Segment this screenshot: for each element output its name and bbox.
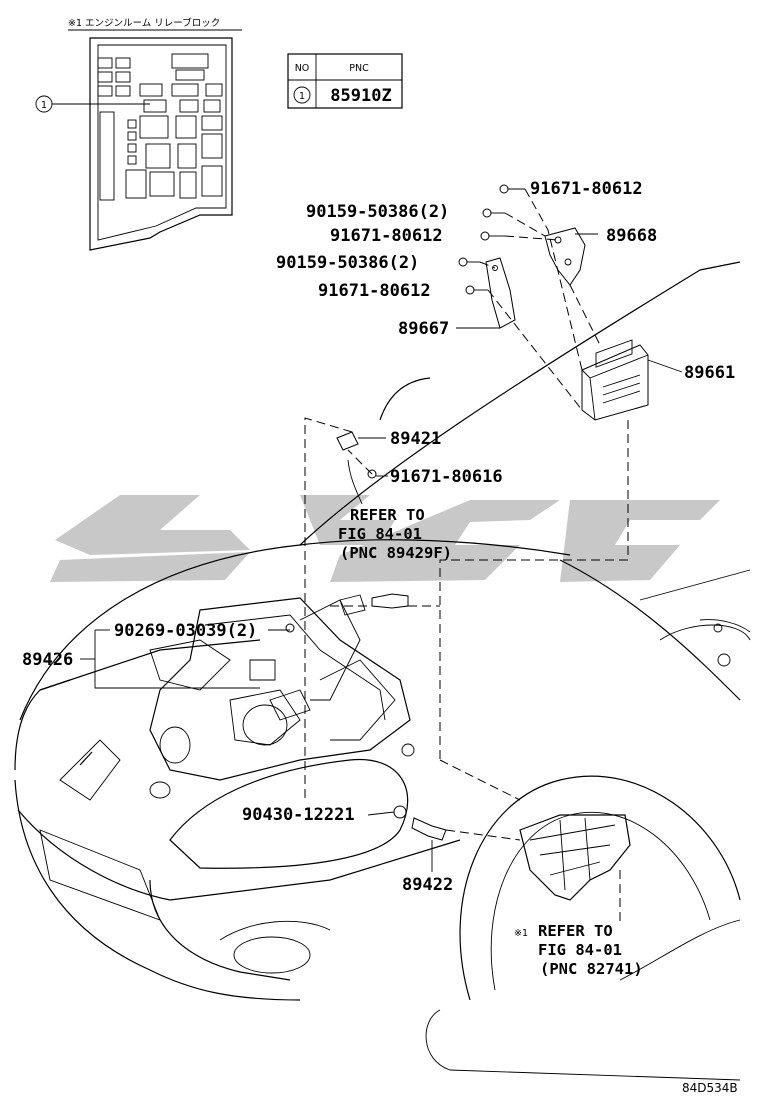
- label-90159-50386-a: 90159-50386(2): [306, 202, 449, 222]
- dashed-reference-lines: [304, 188, 629, 925]
- label-90269-03039: 90269-03039(2): [114, 621, 257, 641]
- sensor-89421: [336, 431, 359, 451]
- relay-block-note: ※1 エンジンルーム リレーブロック: [68, 17, 220, 29]
- part-labels: 91671-80612 90159-50386(2) 89668 91671-8…: [22, 179, 735, 895]
- table-header-no: NO: [295, 63, 310, 74]
- ecu-bracket-89667: [485, 257, 516, 329]
- label-89668: 89668: [606, 226, 657, 246]
- sensor-89429f: [371, 593, 409, 609]
- table-header-pnc: PNC: [349, 63, 369, 74]
- label-89421: 89421: [390, 429, 441, 449]
- refer-a-line2: FIG 84-01: [338, 525, 422, 543]
- refer-b-prefix: ※1: [514, 928, 528, 939]
- label-89426: 89426: [22, 650, 73, 670]
- label-91671-80616: 91671-80616: [390, 467, 503, 487]
- refer-b-line1: REFER TO: [538, 922, 613, 940]
- callout-number: 1: [41, 100, 47, 111]
- refer-a-line1: REFER TO: [350, 506, 425, 524]
- label-90430-12221: 90430-12221: [242, 805, 355, 825]
- diagram-code: 84D534B: [682, 1081, 738, 1095]
- ecu-bracket-89668: [544, 227, 586, 286]
- callout-circle: [35, 95, 53, 113]
- table-row-no: 1: [299, 91, 305, 102]
- engine-control-unit: [581, 339, 649, 421]
- label-91671-80612-b: 91671-80612: [330, 226, 443, 246]
- reference-note-89429f: REFER TO FIG 84-01 (PNC 89429F): [338, 506, 452, 562]
- table-row-pnc: 85910Z: [330, 86, 391, 106]
- bolts: [285, 184, 525, 819]
- leader-lines: [80, 233, 683, 872]
- engine-assembly: [149, 594, 415, 799]
- reference-note-82741: ※1 REFER TO FIG 84-01 (PNC 82741): [514, 922, 643, 978]
- fender-liner: [519, 814, 631, 901]
- relay-block-inset: ※1 エンジンルーム リレーブロック 1: [35, 17, 242, 251]
- refer-b-line2: FIG 84-01: [538, 941, 622, 959]
- sensor-89422: [411, 817, 447, 841]
- label-89661: 89661: [684, 363, 735, 383]
- refer-a-line3: (PNC 89429F): [340, 544, 452, 562]
- label-89422: 89422: [402, 875, 453, 895]
- label-90159-50386-b: 90159-50386(2): [276, 253, 419, 273]
- refer-b-line3: (PNC 82741): [540, 960, 643, 978]
- label-91671-80612-a: 91671-80612: [530, 179, 643, 199]
- label-91671-80612-c: 91671-80612: [318, 281, 431, 301]
- pnc-table: NO PNC 1 85910Z: [287, 53, 403, 109]
- label-89667: 89667: [398, 319, 449, 339]
